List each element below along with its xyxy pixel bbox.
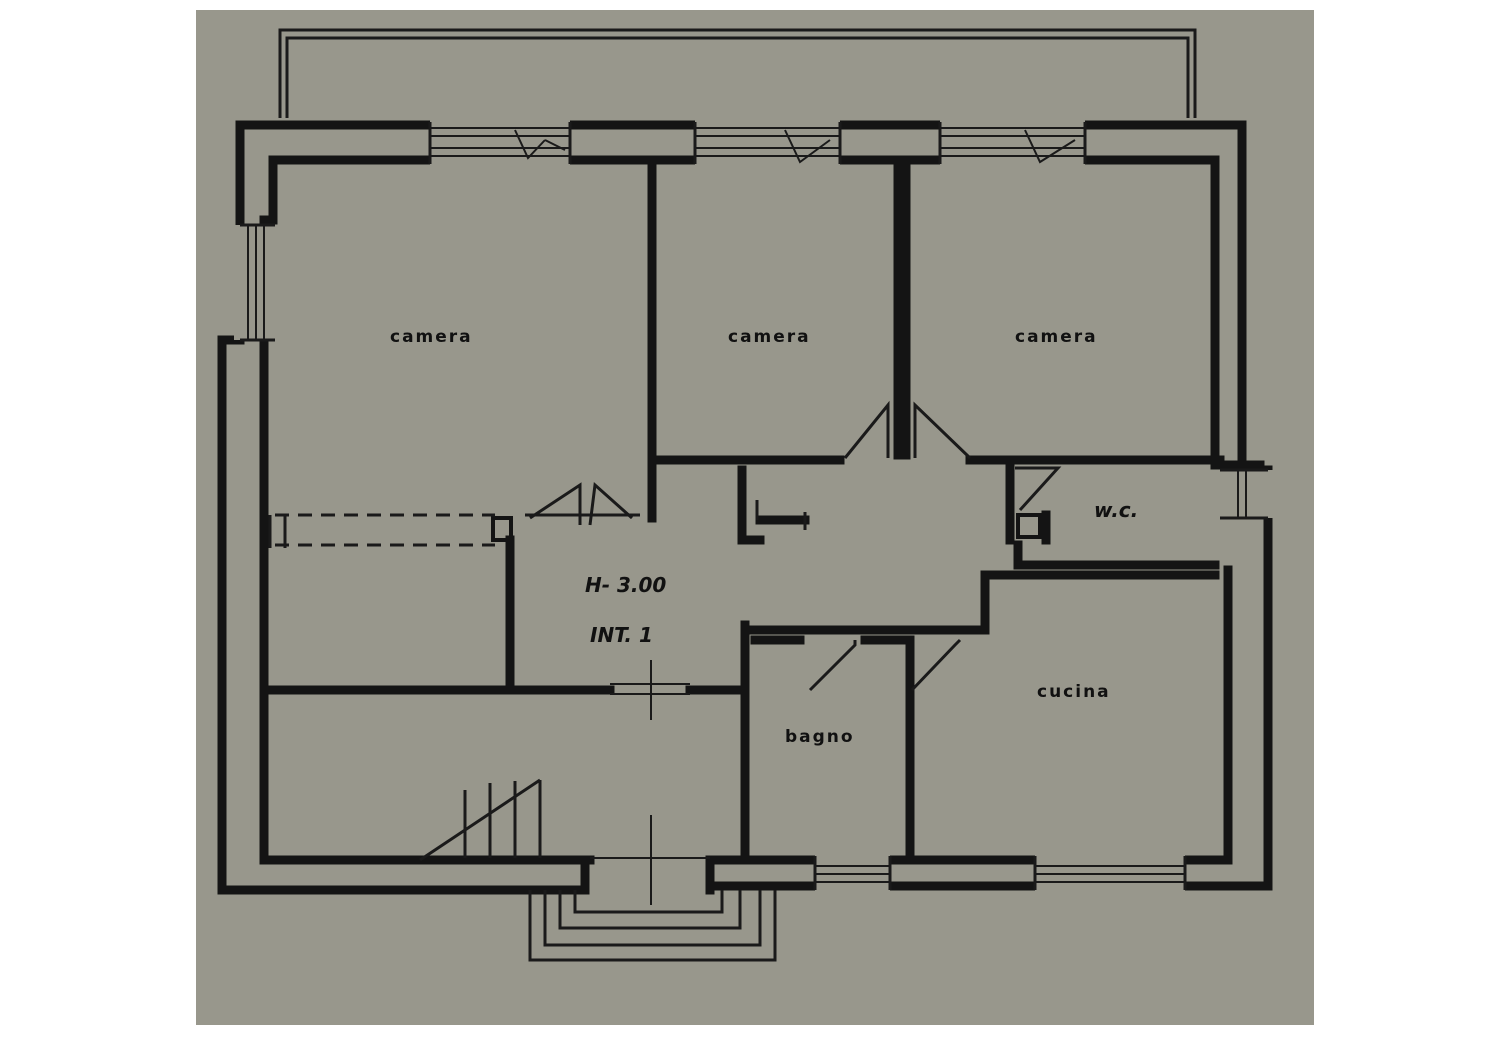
room-label-camera-1: camera — [390, 327, 473, 347]
top-windows — [428, 118, 1087, 168]
interior-walls — [259, 155, 1225, 865]
floor-plan: camera camera camera w.c. cucina bagno H… — [217, 28, 1276, 962]
unit-annotation: INT. 1 — [590, 623, 653, 647]
room-label-cucina: cucina — [1037, 682, 1111, 702]
room-label-wc: w.c. — [1094, 498, 1138, 522]
room-label-camera-2: camera — [728, 327, 811, 347]
door-swings — [525, 400, 1062, 692]
height-annotation: H- 3.00 — [585, 573, 666, 597]
left-window — [234, 223, 280, 342]
room-label-camera-3: camera — [1015, 327, 1098, 347]
room-label-bagno: bagno — [785, 727, 855, 747]
bottom-windows — [813, 855, 1187, 891]
balcony — [278, 28, 1197, 118]
right-window — [1220, 468, 1276, 520]
floor-plan-sheet: camera camera camera w.c. cucina bagno H… — [196, 10, 1314, 1025]
entrance-steps — [528, 815, 777, 962]
